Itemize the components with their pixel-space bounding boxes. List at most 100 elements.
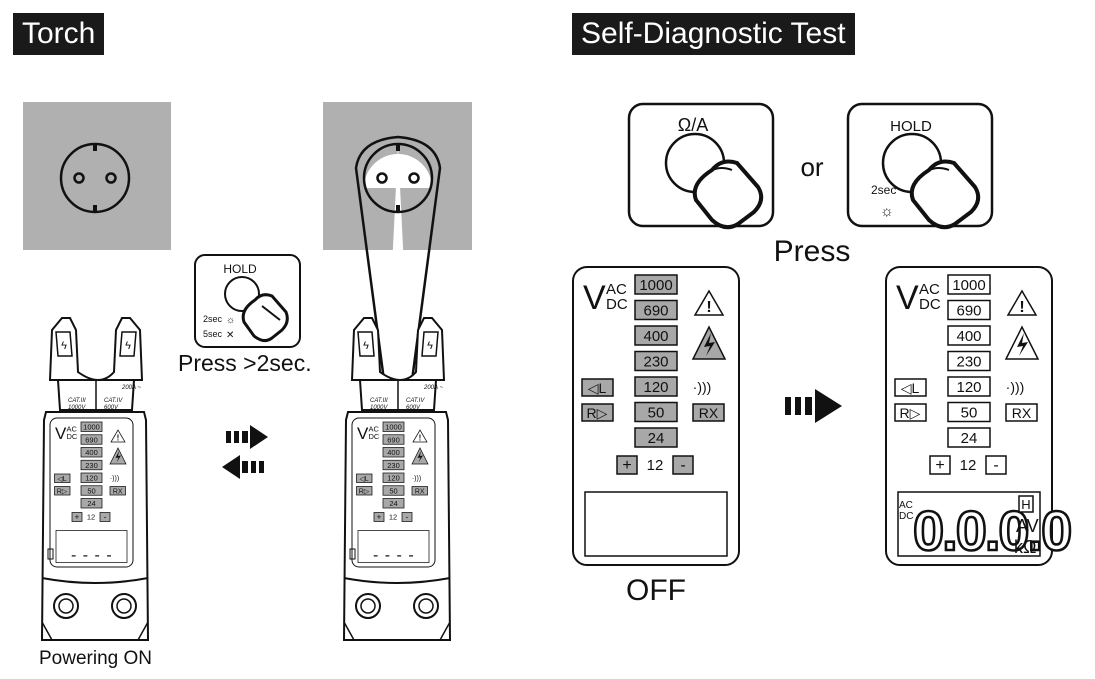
jaw-rating: 200A ~ <box>423 385 443 391</box>
level-box-24 <box>80 498 103 509</box>
minus-label: - <box>993 457 998 474</box>
cat3-label: CAT.III <box>370 398 388 404</box>
lcd-window <box>55 530 128 563</box>
dc-label: DC <box>919 296 941 313</box>
level-label-400: 400 <box>387 448 400 457</box>
bulb-icon-large: ☼ <box>880 203 894 220</box>
minus-box <box>401 512 413 522</box>
level-label-230: 230 <box>85 461 98 470</box>
svg-text:!: ! <box>1019 299 1024 316</box>
hold-label-large: HOLD <box>890 118 932 135</box>
plus-box <box>929 455 951 475</box>
cat4-voltage: 600V <box>104 405 119 411</box>
dc-label: DC <box>606 296 628 313</box>
rx-label: RX <box>699 405 719 421</box>
level-box-230 <box>80 459 103 471</box>
right-phase-box <box>356 486 373 496</box>
ac-label: AC <box>919 281 940 298</box>
right-phase-box <box>581 403 614 422</box>
level-label-690: 690 <box>643 303 668 320</box>
lcd-av-label: AV <box>1016 516 1039 536</box>
left-phase-box <box>894 378 927 397</box>
level-label-24: 24 <box>389 499 397 508</box>
lcd-ac-label: AC <box>899 500 913 511</box>
level-box-1000 <box>947 274 991 295</box>
plus-box <box>373 512 385 522</box>
ohm-amp-label: Ω/A <box>678 115 708 135</box>
level-box-120 <box>947 376 991 397</box>
level-label-120: 120 <box>387 474 400 483</box>
dc-label: DC <box>67 432 78 441</box>
cat3-voltage: 1000V <box>370 405 388 411</box>
level-12-label: 12 <box>647 457 664 474</box>
sound-icon: ·))) <box>110 476 119 483</box>
sec2-label-large: 2sec <box>871 183 896 197</box>
lcd-kohm-label: kΩ <box>1014 537 1036 557</box>
minus-box <box>99 512 111 522</box>
plus-label: + <box>75 513 80 522</box>
sound-icon: ·))) <box>1006 379 1025 395</box>
ac-label: AC <box>606 281 627 298</box>
sec2-label-small: 2sec <box>203 314 223 324</box>
lcd-window <box>897 491 1041 557</box>
level-box-1000 <box>382 421 405 432</box>
left-phase-label: ◁L <box>901 380 920 396</box>
level-12-label: 12 <box>960 457 977 474</box>
level-box-120 <box>634 376 678 397</box>
svg-text:!: ! <box>419 434 422 443</box>
plus-label: + <box>377 513 382 522</box>
mute-icon-small: ✕ <box>226 330 234 341</box>
level-label-400: 400 <box>85 448 98 457</box>
rx-box <box>1005 403 1038 422</box>
left-phase-box <box>581 378 614 397</box>
torch-beam <box>386 146 410 388</box>
level-label-24: 24 <box>648 430 665 447</box>
left-phase-label: ◁L <box>57 476 66 483</box>
socket-icon-right <box>362 142 434 214</box>
level-box-400 <box>634 325 678 346</box>
level-box-400 <box>947 325 991 346</box>
warning-icon <box>693 289 725 316</box>
lightning-icon <box>115 451 121 463</box>
jaw-bolt-icon-right: ϟ <box>427 340 433 352</box>
cat3-voltage: 1000V <box>68 405 86 411</box>
level-label-1000: 1000 <box>639 277 672 294</box>
left-phase-box <box>356 473 373 483</box>
cat4-label: CAT.IV <box>104 398 123 404</box>
cat4-voltage: 600V <box>406 405 421 411</box>
level-label-230: 230 <box>956 354 981 371</box>
level-box-690 <box>634 299 678 321</box>
rx-label: RX <box>113 489 123 496</box>
level-label-120: 120 <box>643 379 668 396</box>
lightning-icon <box>704 333 715 356</box>
rx-label: RX <box>1012 405 1032 421</box>
level-label-120: 120 <box>956 379 981 396</box>
press-label: Press <box>774 235 851 268</box>
level-label-1000: 1000 <box>952 277 985 294</box>
right-phase-box <box>894 403 927 422</box>
level-box-50 <box>80 485 103 496</box>
ohm-button-box <box>627 102 775 230</box>
level-label-50: 50 <box>648 405 665 422</box>
press-caption: Press >2sec. <box>178 350 312 376</box>
level-box-50 <box>947 401 991 423</box>
left-phase-label: ◁L <box>588 380 607 396</box>
tester-lcd-dashes: - - - - <box>71 547 113 564</box>
jaw-bolt-icon-left: ϟ <box>61 340 67 352</box>
right-phase-label: R▷ <box>57 489 68 496</box>
warning-icon <box>110 429 126 443</box>
level-box-50 <box>634 401 678 423</box>
level-box-1000 <box>634 274 678 295</box>
battery-icon <box>349 548 356 560</box>
level-box-690 <box>947 299 991 321</box>
minus-label: - <box>680 457 685 474</box>
level-label-690: 690 <box>85 435 98 444</box>
right-phase-label: R▷ <box>359 489 370 496</box>
forward-arrow <box>785 389 842 423</box>
level-box-400 <box>80 447 103 458</box>
level-box-230 <box>947 350 991 372</box>
plus-label: + <box>935 457 944 474</box>
